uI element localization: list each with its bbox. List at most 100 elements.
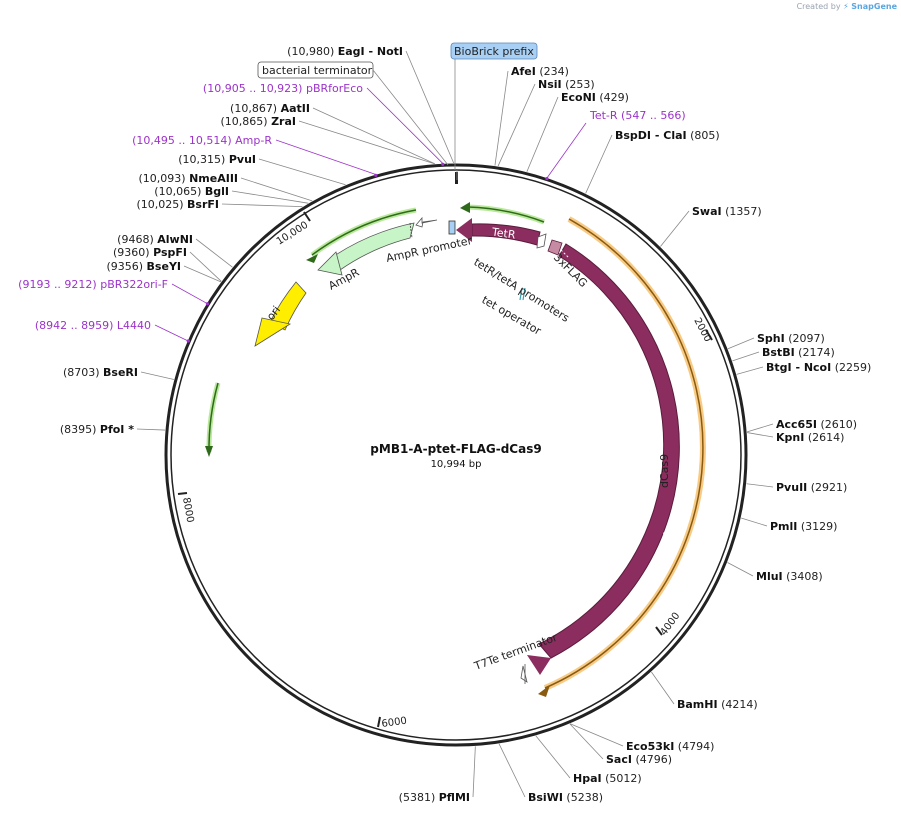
enzyme-label-0[interactable]: (10,980) EagI - NotI xyxy=(287,45,403,58)
enzyme-label-22[interactable]: (9356) BseYI xyxy=(106,260,181,273)
enzyme-label-16[interactable]: SacI (4796) xyxy=(606,753,672,766)
enzyme-leader-20 xyxy=(136,428,166,431)
feature-bacterial-terminator-label[interactable]: bacterial terminator xyxy=(257,61,374,79)
enzyme-label-9[interactable]: Acc65I (2610) xyxy=(776,418,857,431)
feature-tetr-promoters[interactable] xyxy=(536,233,547,249)
enzyme-label-11[interactable]: PvuII (2921) xyxy=(776,481,847,494)
primer-label-part-2-1: (547 .. 566) xyxy=(618,109,686,122)
enzyme-label-part-5-0: SwaI xyxy=(692,205,722,218)
enzyme-label-part-27-1: NmeAIII xyxy=(189,172,238,185)
enzyme-label-18[interactable]: BsiWI (5238) xyxy=(528,791,603,804)
enzyme-label-30[interactable]: (10,867) AatII xyxy=(230,102,310,115)
primer-label-3[interactable]: (9193 .. 9212) pBR322ori-F xyxy=(18,278,168,291)
enzyme-label-part-3-1: (429) xyxy=(596,91,629,104)
label-dcas9: dCas9 xyxy=(658,454,671,488)
feature-3xflag[interactable] xyxy=(547,239,563,256)
plasmid-title: pMB1-A-ptet-FLAG-dCas9 xyxy=(370,442,541,456)
enzyme-label-2[interactable]: NsiI (253) xyxy=(538,78,595,91)
enzyme-label-4[interactable]: BspDI - ClaI (805) xyxy=(615,129,720,142)
feature-ampr-promoter[interactable] xyxy=(415,216,438,228)
enzyme-label-part-10-0: KpnI xyxy=(776,431,804,444)
enzyme-label-part-16-1: (4796) xyxy=(632,753,672,766)
enzyme-label-part-4-0: BspDI xyxy=(615,129,651,142)
enzyme-label-part-11-0: PvuII xyxy=(776,481,807,494)
enzyme-label-10[interactable]: KpnI (2614) xyxy=(776,431,844,444)
enzyme-leader-23 xyxy=(189,251,222,282)
enzyme-leader-22 xyxy=(183,265,222,283)
enzyme-label-part-4-1: - ClaI xyxy=(651,129,687,142)
enzyme-label-part-4-2: (805) xyxy=(687,129,720,142)
enzyme-leader-11 xyxy=(746,483,774,488)
enzyme-label-27[interactable]: (10,093) NmeAIII xyxy=(139,172,239,185)
enzyme-label-29[interactable]: (10,865) ZraI xyxy=(221,115,297,128)
enzyme-label-part-9-0: Acc65I xyxy=(776,418,817,431)
primer-marker-1 xyxy=(374,173,378,177)
plasmid-length: 10,994 bp xyxy=(431,459,482,470)
ampr-join-mark xyxy=(409,222,413,239)
enzyme-leader-15 xyxy=(570,723,624,747)
enzyme-label-part-20-1: PfoI * xyxy=(100,423,134,436)
credit-brand: SnapGene xyxy=(851,2,897,11)
feature-ampr[interactable] xyxy=(330,222,415,271)
enzyme-label-part-24-1: AlwNI xyxy=(157,233,193,246)
enzyme-leader-9 xyxy=(746,423,774,433)
enzyme-label-13[interactable]: MluI (3408) xyxy=(756,570,823,583)
leader-bacterial-terminator xyxy=(372,69,449,166)
primer-label-4[interactable]: (8942 .. 8959) L4440 xyxy=(35,319,151,332)
enzyme-label-28[interactable]: (10,315) PvuI xyxy=(178,153,256,166)
enzyme-label-part-6-0: SphI xyxy=(757,332,785,345)
enzyme-label-23[interactable]: (9360) PspFI xyxy=(113,246,187,259)
tetr-arrowhead-icon xyxy=(456,218,472,242)
primer-label-0[interactable]: (10,905 .. 10,923) pBRforEco xyxy=(203,82,363,95)
enzyme-leader-8 xyxy=(736,366,764,375)
enzyme-label-8[interactable]: BtgI - NcoI (2259) xyxy=(766,361,871,374)
feature-tet-operator[interactable] xyxy=(519,287,523,301)
enzyme-label-part-22-0: (9356) xyxy=(106,260,146,273)
orf-orange-arrowhead-icon xyxy=(538,685,550,697)
ori-arrowhead-icon xyxy=(254,317,292,347)
feature-biobrick-prefix-label[interactable]: BioBrick prefix xyxy=(450,42,538,60)
enzyme-label-part-7-1: (2174) xyxy=(795,346,835,359)
enzyme-label-17[interactable]: HpaI (5012) xyxy=(573,772,642,785)
snapgene-logo-icon: ⚡ xyxy=(843,2,849,11)
enzyme-label-5[interactable]: SwaI (1357) xyxy=(692,205,762,218)
primer-label-2[interactable]: Tet-R (547 .. 566) xyxy=(589,109,686,122)
enzyme-label-12[interactable]: PmlI (3129) xyxy=(770,520,837,533)
enzyme-label-21[interactable]: (8703) BseRI xyxy=(63,366,138,379)
enzyme-label-part-27-0: (10,093) xyxy=(139,172,190,185)
orf-small-arrowhead-icon xyxy=(205,446,213,457)
enzyme-label-3[interactable]: EcoNI (429) xyxy=(561,91,629,104)
orf-arc-tetr xyxy=(467,206,545,223)
enzyme-leader-12 xyxy=(741,517,768,527)
tick-label-2000: 2000 xyxy=(691,316,713,344)
enzyme-leader-17 xyxy=(535,735,571,779)
enzyme-label-1[interactable]: AfeI (234) xyxy=(511,65,569,78)
enzyme-label-15[interactable]: Eco53kI (4794) xyxy=(626,740,714,753)
enzyme-label-6[interactable]: SphI (2097) xyxy=(757,332,825,345)
enzyme-label-part-23-1: PspFI xyxy=(153,246,187,259)
backbone-outer xyxy=(164,163,748,747)
primer-leader-0 xyxy=(366,87,443,164)
enzyme-label-part-1-1: (234) xyxy=(536,65,569,78)
enzyme-label-19[interactable]: (5381) PflMI xyxy=(399,791,470,804)
enzyme-label-part-8-2: (2259) xyxy=(831,361,871,374)
feature-t7te-terminator[interactable] xyxy=(520,665,528,683)
feature-biobrick-marker[interactable] xyxy=(448,220,456,235)
feature-ori[interactable] xyxy=(269,281,307,331)
feature-dcas9[interactable] xyxy=(538,243,680,659)
enzyme-leader-16 xyxy=(569,723,604,760)
primer-marker-2 xyxy=(545,176,549,181)
primer-label-1[interactable]: (10,495 .. 10,514) Amp-R xyxy=(132,134,272,147)
tick-10000: 10,000 xyxy=(275,211,311,248)
enzyme-label-14[interactable]: BamHI (4214) xyxy=(677,698,758,711)
enzyme-label-26[interactable]: (10,065) BglI xyxy=(154,185,229,198)
enzyme-label-20[interactable]: (8395) PfoI * xyxy=(60,423,134,436)
enzyme-label-part-0-1: EagI xyxy=(338,45,365,58)
enzyme-label-25[interactable]: (10,025) BsrFI xyxy=(136,198,219,211)
enzyme-label-part-25-0: (10,025) xyxy=(136,198,187,211)
enzyme-label-24[interactable]: (9468) AlwNI xyxy=(117,233,193,246)
enzyme-leader-7 xyxy=(732,351,760,362)
enzyme-label-7[interactable]: BstBI (2174) xyxy=(762,346,835,359)
enzyme-label-part-12-1: (3129) xyxy=(797,520,837,533)
